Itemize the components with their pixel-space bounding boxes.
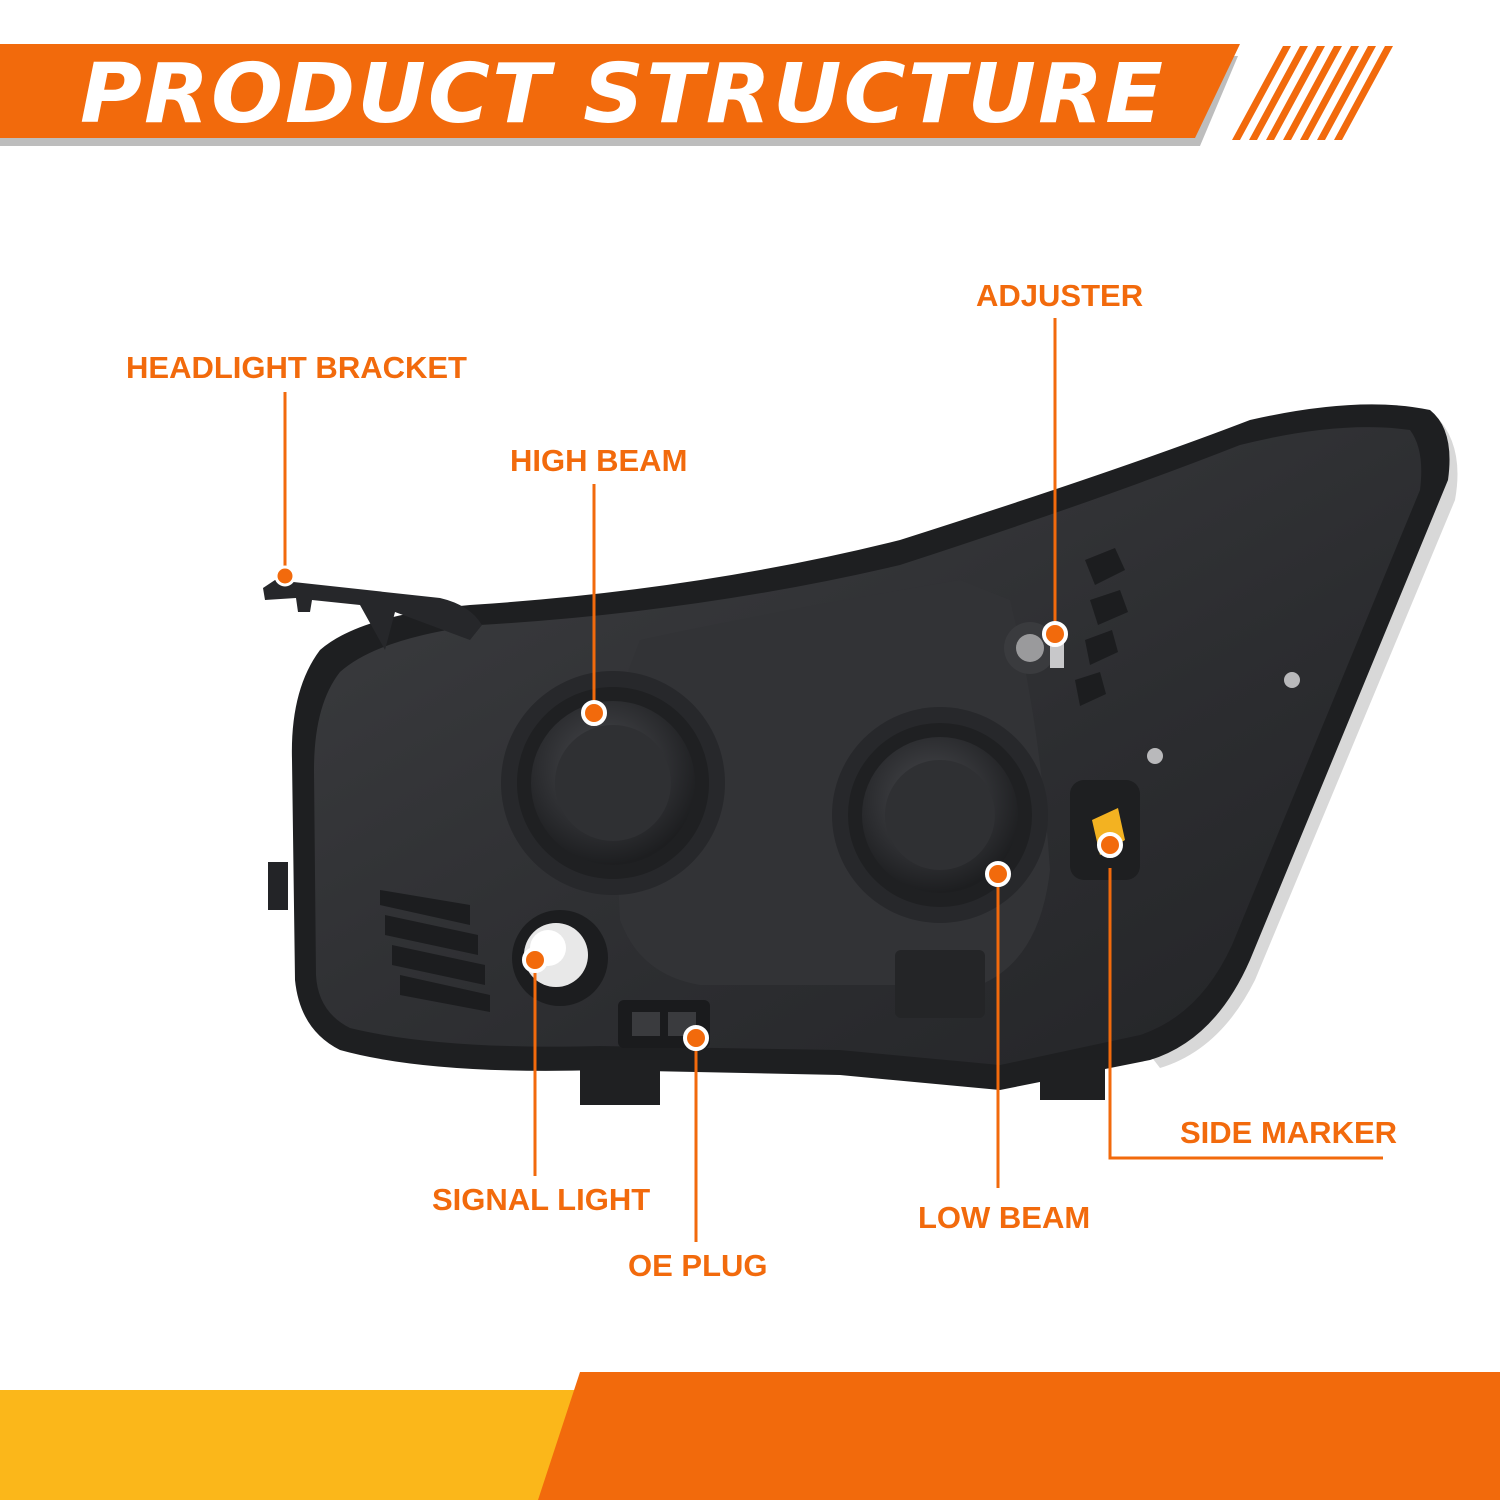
- high-beam-socket: [501, 671, 725, 895]
- label-headlight-bracket: HEADLIGHT BRACKET: [126, 350, 467, 385]
- adjuster-ribs: [1075, 548, 1128, 706]
- label-oe-plug: OE PLUG: [628, 1248, 768, 1283]
- cooling-ribs: [380, 890, 490, 1012]
- side-clip-left: [268, 862, 288, 910]
- header-stripes-decoration: [1232, 46, 1393, 140]
- screw: [1147, 748, 1163, 764]
- side-marker-socket: [1070, 780, 1140, 880]
- marker-dot-headlight-bracket: [274, 565, 296, 587]
- callout-markers: [274, 565, 1123, 1051]
- headlight-bracket-part: [263, 580, 482, 650]
- marker-dot-adjuster: [1042, 621, 1068, 647]
- label-side-marker: SIDE MARKER: [1180, 1115, 1397, 1150]
- callouts: [283, 318, 1383, 1242]
- callout-side-marker: [1108, 868, 1383, 1160]
- marker-dot-high-beam: [581, 700, 607, 726]
- footer-band: [0, 1372, 1500, 1500]
- footer-yellow-band: [0, 1390, 590, 1500]
- label-adjuster: ADJUSTER: [976, 278, 1143, 313]
- label-high-beam: HIGH BEAM: [510, 443, 687, 478]
- headlight-assembly: [263, 404, 1458, 1105]
- marker-dot-side-marker: [1097, 832, 1123, 858]
- footer-orange-band: [538, 1372, 1500, 1500]
- bottom-tab-right: [1040, 1060, 1105, 1100]
- header-banner: PRODUCT STRUCTURE: [0, 44, 1393, 146]
- header-band: [0, 44, 1240, 138]
- leader-line: [1108, 868, 1383, 1160]
- marker-dot-low-beam: [985, 861, 1011, 887]
- marker-dot-oe-plug: [683, 1025, 709, 1051]
- label-signal-light: SIGNAL LIGHT: [432, 1182, 650, 1217]
- page-title: PRODUCT STRUCTURE: [80, 47, 1165, 142]
- screw: [1284, 672, 1300, 688]
- marker-dot-signal-light: [522, 947, 548, 973]
- label-low-beam: LOW BEAM: [918, 1200, 1090, 1235]
- bottom-tab-left: [580, 1060, 660, 1105]
- callout-labels: HEADLIGHT BRACKET HIGH BEAM ADJUSTER SID…: [126, 278, 1397, 1283]
- low-beam-socket: [832, 707, 1048, 923]
- bulb-access-cover: [895, 950, 985, 1018]
